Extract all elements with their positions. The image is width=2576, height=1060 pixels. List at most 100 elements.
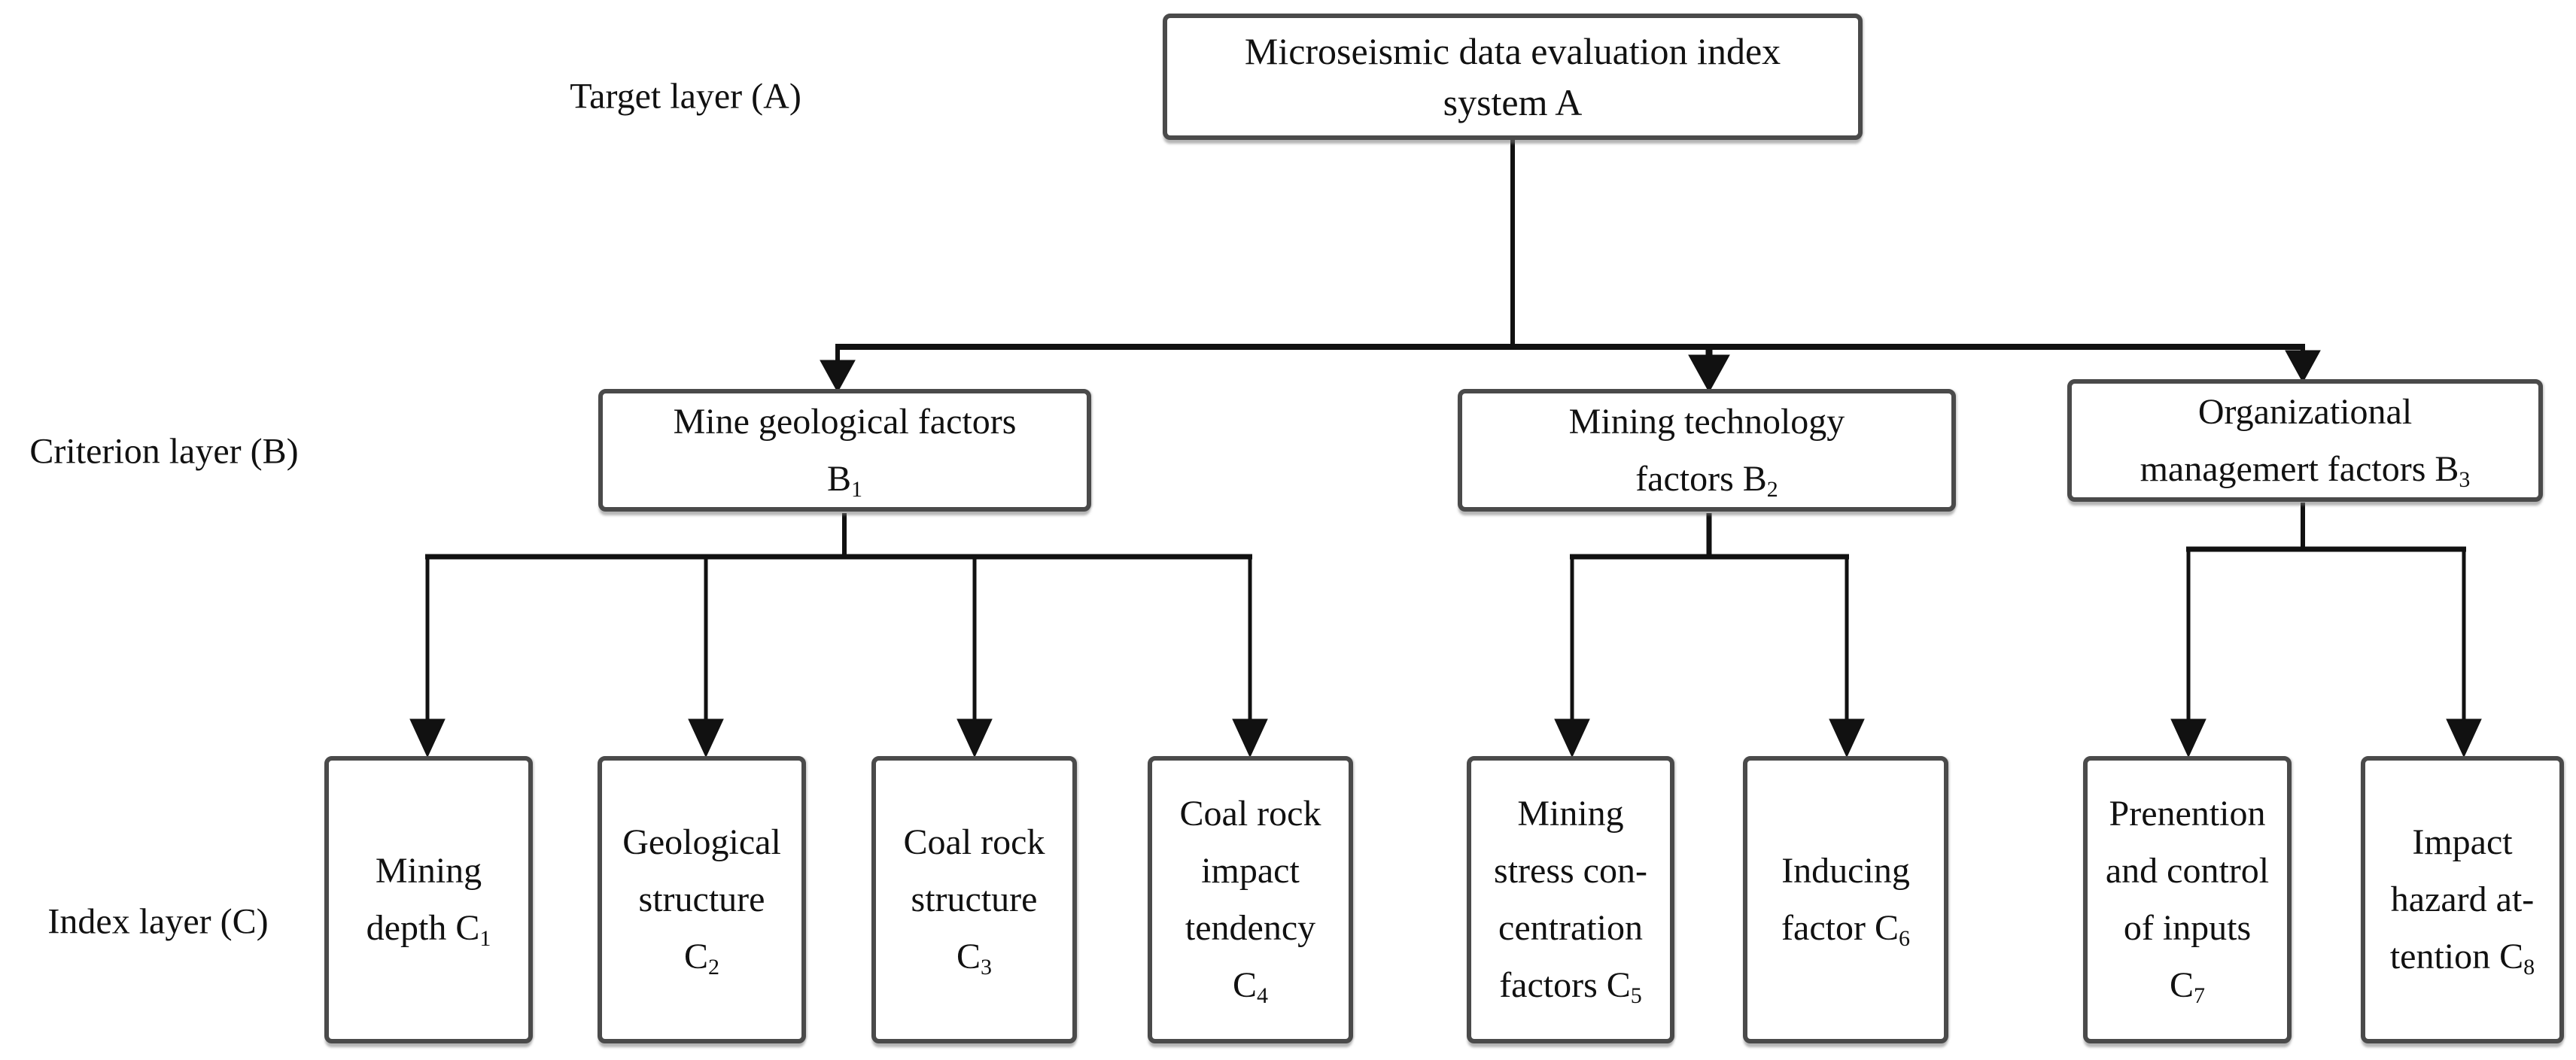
node-b2-line-2: factors B2 [1635, 451, 1778, 508]
text-segment: factor C [1781, 908, 1899, 948]
arrow-down-icon-c7 [2170, 718, 2206, 758]
text-segment: factors B [1635, 458, 1767, 499]
node-c2: Geological structure C2 [598, 756, 806, 1043]
subscript: 8 [2523, 955, 2535, 980]
node-c8-line-3: tention C8 [2390, 928, 2535, 986]
text-segment: Coal rock [1179, 794, 1321, 834]
text-segment: C [1232, 965, 1257, 1005]
subscript: 5 [1630, 983, 1642, 1009]
text-segment: Microseismic data evaluation index [1244, 30, 1781, 72]
text-segment: depth C [366, 908, 480, 948]
text-segment: Coal rock [903, 822, 1045, 862]
node-c5-line-1: Mining [1517, 785, 1623, 843]
text-segment: Mining [1517, 794, 1624, 834]
node-c3-line-3: C3 [956, 928, 992, 986]
node-c1-line-1: Mining [376, 843, 482, 900]
text-segment: centration [1498, 908, 1643, 948]
node-c4: Coal rock impact tendency C4 [1148, 756, 1353, 1043]
text-segment: Mining [375, 851, 482, 891]
subscript: 3 [2459, 466, 2471, 492]
arrow-down-icon-c8 [2446, 718, 2482, 758]
text-segment: Mining technology [1568, 401, 1845, 442]
arrow-down-icon-c6 [1829, 718, 1865, 758]
arrow-down-icon-c3 [956, 718, 993, 758]
node-c3-line-1: Coal rock [904, 814, 1045, 871]
arrow-down-icon-b3 [2285, 350, 2321, 384]
text-segment: managemert factors B [2140, 448, 2459, 489]
node-c5: Mining stress con- centration factors C5 [1467, 756, 1674, 1043]
node-c1: Mining depth C1 [324, 756, 533, 1043]
node-c5-line-3: centration [1498, 900, 1643, 957]
node-c8: Impact hazard at- tention C8 [2361, 756, 2564, 1043]
node-c7: Prenention and control of inputs C7 [2083, 756, 2292, 1043]
text-segment: C [956, 937, 981, 976]
arrow-down-icon-c5 [1554, 718, 1590, 758]
layer-label-index: Index layer (C) [47, 901, 269, 942]
subscript: 4 [1257, 983, 1268, 1009]
node-c7-line-1: Prenention [2109, 785, 2266, 843]
text-segment: B [826, 458, 851, 499]
text-segment: Geological [622, 822, 781, 862]
text-segment: C [683, 937, 708, 976]
node-a-line-1: Microseismic data evaluation index [1245, 26, 1781, 77]
text-segment: stress con- [1494, 851, 1647, 891]
text-segment: tendency [1185, 908, 1316, 948]
node-c1-line-2: depth C1 [366, 900, 491, 957]
node-b2-line-1: Mining technology [1569, 393, 1845, 451]
text-segment: of inputs [2123, 908, 2252, 948]
text-segment: tention C [2389, 937, 2524, 976]
node-c2-line-1: Geological [622, 814, 781, 871]
node-c6-line-2: factor C6 [1781, 900, 1910, 957]
text-segment: Inducing [1781, 851, 1910, 891]
node-c5-line-2: stress con- [1494, 843, 1647, 900]
node-c8-line-1: Impact [2412, 814, 2512, 871]
node-b3-line-1: Organizational [2198, 384, 2412, 441]
node-c4-line-4: C4 [1233, 957, 1268, 1014]
node-b2: Mining technology factors B2 [1458, 389, 1956, 512]
node-a: Microseismic data evaluation index syste… [1163, 14, 1863, 140]
node-b3: Organizational managemert factors B3 [2067, 379, 2543, 502]
text-segment: factors C [1499, 965, 1631, 1005]
text-segment: structure [638, 879, 765, 919]
node-b1-line-2: B1 [827, 451, 862, 508]
text-segment: structure [911, 879, 1038, 919]
node-c7-line-2: and control [2106, 843, 2269, 900]
node-b1: Mine geological factors B1 [598, 389, 1091, 512]
subscript: 3 [981, 955, 992, 980]
node-c2-line-2: structure [639, 871, 765, 928]
arrow-down-icon-b1 [820, 360, 856, 393]
node-c3: Coal rock structure C3 [871, 756, 1077, 1043]
text-segment: hazard at- [2390, 879, 2535, 919]
subscript: 6 [1898, 926, 1910, 952]
node-c4-line-3: tendency [1185, 900, 1315, 957]
subscript: 2 [708, 955, 719, 980]
layer-label-target: Target layer (A) [570, 76, 801, 117]
arrow-down-icon-c1 [409, 718, 446, 758]
text-segment: system A [1443, 81, 1583, 123]
subscript: 2 [1766, 476, 1778, 502]
node-c7-line-3: of inputs [2124, 900, 2251, 957]
layer-label-criterion: Criterion layer (B) [29, 431, 299, 472]
node-c4-line-2: impact [1201, 843, 1300, 900]
subscript: 7 [2194, 983, 2205, 1009]
text-segment: Mine geological factors [673, 401, 1017, 442]
text-segment: C [2169, 965, 2194, 1005]
node-b3-line-2: managemert factors B3 [2140, 441, 2471, 498]
node-c4-line-1: Coal rock [1180, 785, 1321, 843]
node-c5-line-4: factors C5 [1499, 957, 1642, 1014]
text-segment: and control [2105, 851, 2270, 891]
arrow-down-icon-c4 [1232, 718, 1268, 758]
node-c2-line-3: C2 [684, 928, 719, 986]
arrow-down-icon-b2 [1688, 354, 1730, 393]
text-segment: impact [1201, 851, 1300, 891]
node-a-line-2: system A [1443, 77, 1583, 128]
subscript: 1 [479, 926, 491, 952]
arrow-down-icon-c2 [688, 718, 724, 758]
text-segment: Impact [2412, 822, 2513, 862]
node-b1-line-1: Mine geological factors [674, 393, 1017, 451]
node-c8-line-2: hazard at- [2391, 871, 2535, 928]
text-segment: Organizational [2197, 391, 2413, 432]
node-c3-line-2: structure [911, 871, 1038, 928]
